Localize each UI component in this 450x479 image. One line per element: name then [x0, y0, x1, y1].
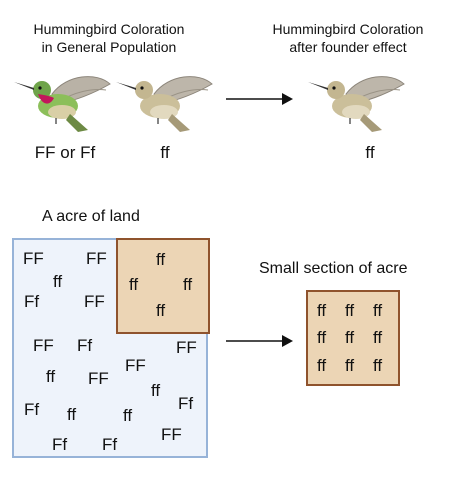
colorful-genotype-label: FF or Ff	[34, 143, 96, 162]
small-section-genotype: ff	[373, 356, 383, 375]
small-section-genotype: ff	[317, 356, 327, 375]
plot-genotype: ff	[183, 275, 193, 294]
small-section-title: Small section of acre	[259, 260, 408, 277]
plot-genotype: ff	[156, 250, 166, 269]
acre-genotype: Ff	[52, 435, 68, 454]
acre-genotype: Ff	[77, 336, 93, 355]
general-population-title: Hummingbird Coloration in General Popula…	[14, 20, 204, 56]
general-population-title-line2: in General Population	[41, 39, 177, 55]
founder-effect-title: Hummingbird Coloration after founder eff…	[253, 20, 443, 56]
acre-genotype: ff	[67, 405, 77, 424]
acre-genotype: Ff	[178, 394, 194, 413]
acre-genotype: FF	[23, 249, 44, 268]
section-arrow-icon	[226, 335, 293, 347]
small-section-genotype: ff	[345, 356, 355, 375]
small-section-genotype: ff	[317, 301, 327, 320]
founder-hummingbird-icon	[308, 76, 405, 132]
acre-genotype: FF	[88, 369, 109, 388]
plain-genotype-label: ff	[160, 143, 170, 162]
founder-effect-title-line2: after founder effect	[289, 39, 407, 55]
small-section-genotype: ff	[345, 328, 355, 347]
small-section-genotype: ff	[345, 301, 355, 320]
top-arrow-icon	[226, 93, 293, 105]
acre-highlighted-section	[116, 238, 210, 334]
plot-genotype: ff	[156, 301, 166, 320]
small-section-genotype: ff	[317, 328, 327, 347]
acre-genotype: Ff	[24, 400, 40, 419]
acre-title: A acre of land	[42, 208, 140, 225]
acre-genotype: FF	[125, 356, 146, 375]
acre-genotype: Ff	[102, 435, 118, 454]
acre-genotype: ff	[123, 406, 133, 425]
acre-genotype: ff	[151, 381, 161, 400]
acre-genotype: FF	[176, 338, 197, 357]
plot-genotype: ff	[129, 275, 139, 294]
small-section-genotype: ff	[373, 328, 383, 347]
acre-genotype: FF	[84, 292, 105, 311]
founder-genotype-label: ff	[365, 143, 375, 162]
general-population-title-line1: Hummingbird Coloration	[33, 21, 185, 37]
small-section-of-acre	[306, 290, 400, 386]
acre-genotype: ff	[53, 272, 63, 291]
acre-genotype: Ff	[24, 292, 40, 311]
small-section-genotype: ff	[373, 301, 383, 320]
acre-genotype: ff	[46, 367, 56, 386]
plain-hummingbird-icon	[116, 76, 213, 132]
acre-genotype: FF	[86, 249, 107, 268]
founder-effect-title-line1: Hummingbird Coloration	[272, 21, 424, 37]
acre-genotype: FF	[161, 425, 182, 444]
colorful-hummingbird-icon	[14, 76, 111, 132]
acre-genotype: FF	[33, 336, 54, 355]
